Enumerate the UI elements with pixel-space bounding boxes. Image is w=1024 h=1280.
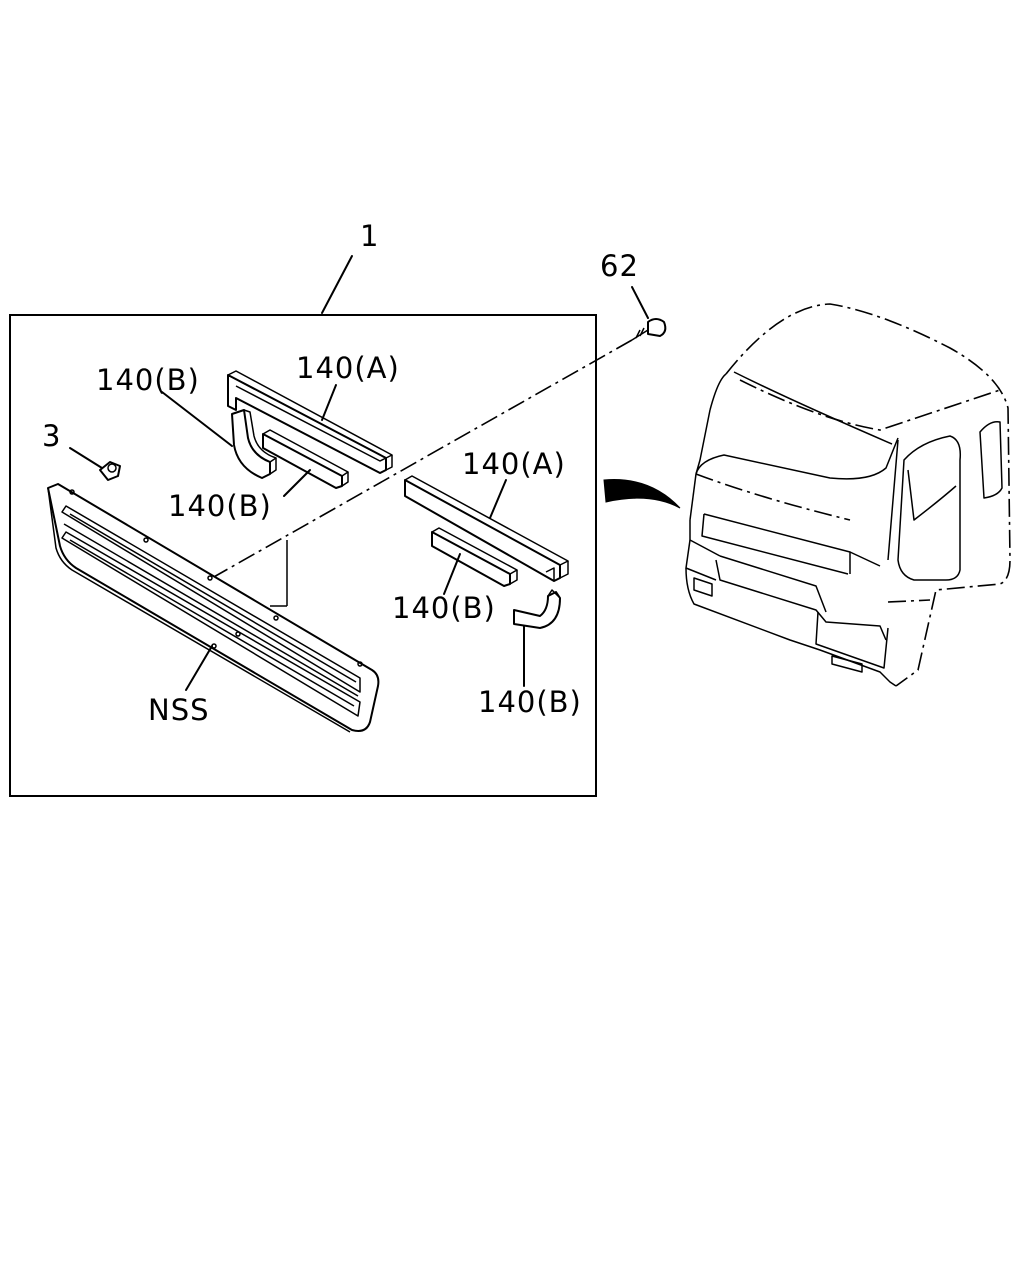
leader-140b-upper-left [161,391,233,447]
label-seal-140b-right-low: 140(B) [478,685,582,719]
label-grille-nss: NSS [148,693,210,727]
seal-140a-upper [227,370,393,474]
label-seal-140b-right-mid: 140(B) [392,591,496,625]
seal-140b-upper-curved [231,409,277,479]
clip-3 [99,461,121,481]
arrow-icon [603,479,681,509]
leader-140a-right [489,479,507,519]
label-assembly-1: 1 [360,219,379,253]
leader-3 [69,447,103,469]
leader-1 [321,255,353,314]
label-seal-140b-upper-mid: 140(B) [168,489,272,523]
label-clip-3: 3 [42,419,61,453]
leader-nss [185,645,213,691]
seal-140a-right [404,475,569,582]
label-screw-62: 62 [600,249,639,283]
assembly-frame [9,314,597,797]
grille-nss [47,483,380,733]
label-seal-140a-right: 140(A) [462,447,566,481]
leader-140a-upper [321,384,337,421]
label-seal-140a-upper: 140(A) [296,351,400,385]
leader-140b-upper-mid [283,469,311,497]
leader-140b-right-mid [443,553,461,595]
seal-140b-upper-bar [262,429,349,489]
install-line [211,339,633,579]
leader-62 [631,286,649,319]
truck-cab [685,303,1011,687]
seal-140b-right-bar [431,527,518,587]
seal-140b-right-curved [513,589,561,629]
label-seal-140b-upper-left: 140(B) [96,363,200,397]
screw-62 [631,318,667,341]
